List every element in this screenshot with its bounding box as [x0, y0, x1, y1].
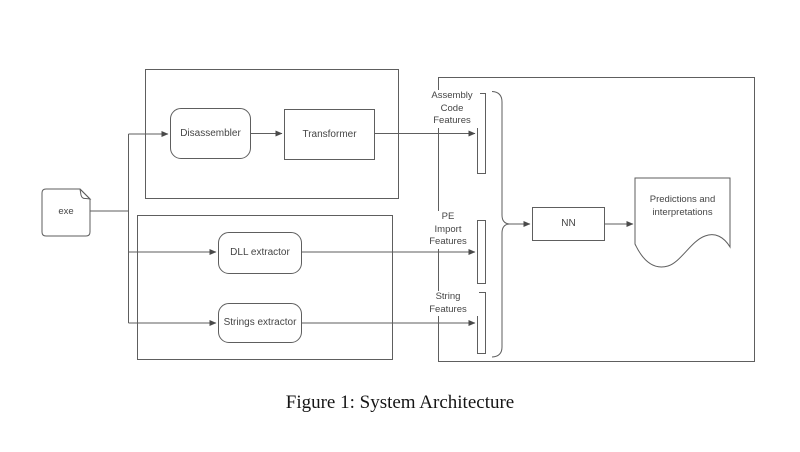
node-predictions-label: Predictions and interpretations — [649, 194, 716, 218]
node-exe-label: exe — [58, 206, 74, 217]
node-nn: NN — [532, 207, 605, 241]
node-disassembler-label: Disassembler — [180, 127, 241, 139]
assembly-features-bar — [477, 93, 486, 174]
node-transformer: Transformer — [284, 109, 375, 160]
assembly-pipeline-group-box — [145, 69, 399, 199]
assembly-code-features-label: Assembly Code Features — [424, 90, 480, 128]
figure-caption: Figure 1: System Architecture — [285, 392, 515, 413]
string-features-label: String Features — [417, 291, 479, 316]
node-disassembler: Disassembler — [170, 108, 251, 159]
node-dll-extractor: DLL extractor — [218, 232, 302, 274]
node-dll-extractor-label: DLL extractor — [230, 247, 290, 258]
exe-note-fold-icon — [79, 188, 92, 200]
node-nn-label: NN — [561, 218, 576, 229]
node-transformer-label: Transformer — [302, 128, 357, 140]
extractors-group-box — [137, 215, 393, 360]
exe-note-icon — [41, 188, 91, 237]
pe-import-features-label: PE Import Features — [420, 211, 476, 249]
pe-import-features-bar — [477, 220, 486, 284]
node-strings-extractor-label: Strings extractor — [223, 317, 297, 328]
predictions-document-icon — [634, 177, 731, 268]
node-strings-extractor: Strings extractor — [218, 303, 302, 343]
string-features-bar — [477, 292, 486, 354]
